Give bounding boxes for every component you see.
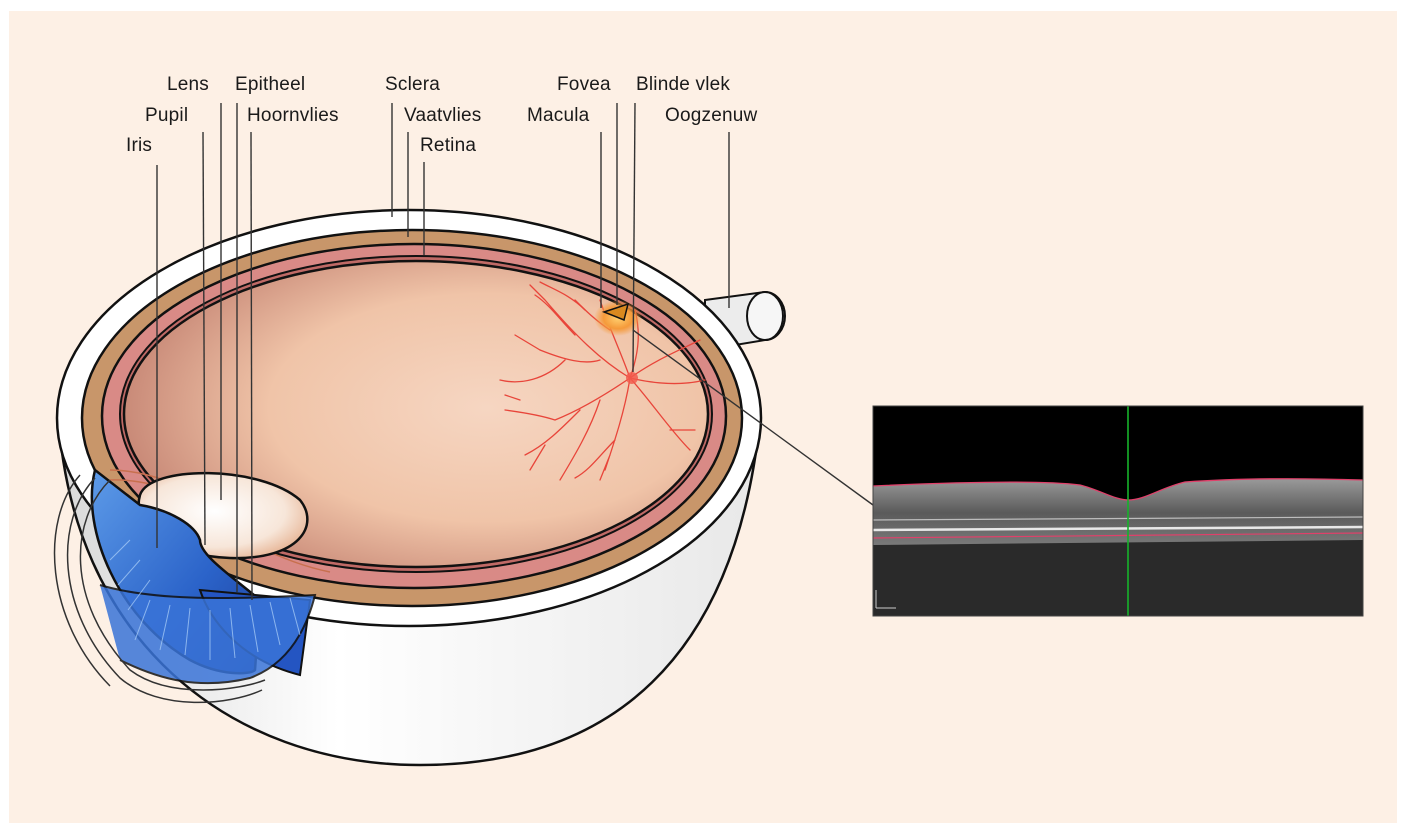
label-blinde-vlek: Blinde vlek bbox=[636, 75, 730, 95]
label-iris: Iris bbox=[126, 136, 152, 156]
optic-disc bbox=[626, 372, 638, 384]
label-lens: Lens bbox=[167, 75, 209, 95]
label-oogzenuw: Oogzenuw bbox=[665, 106, 757, 126]
label-macula: Macula bbox=[527, 106, 589, 126]
label-vaatvlies: Vaatvlies bbox=[404, 106, 482, 126]
label-epitheel: Epitheel bbox=[235, 75, 305, 95]
label-retina: Retina bbox=[420, 136, 476, 156]
label-fovea: Fovea bbox=[557, 75, 611, 95]
label-pupil: Pupil bbox=[145, 106, 188, 126]
oct-scan bbox=[873, 406, 1363, 616]
label-sclera: Sclera bbox=[385, 75, 440, 95]
label-hoornvlies: Hoornvlies bbox=[247, 106, 339, 126]
